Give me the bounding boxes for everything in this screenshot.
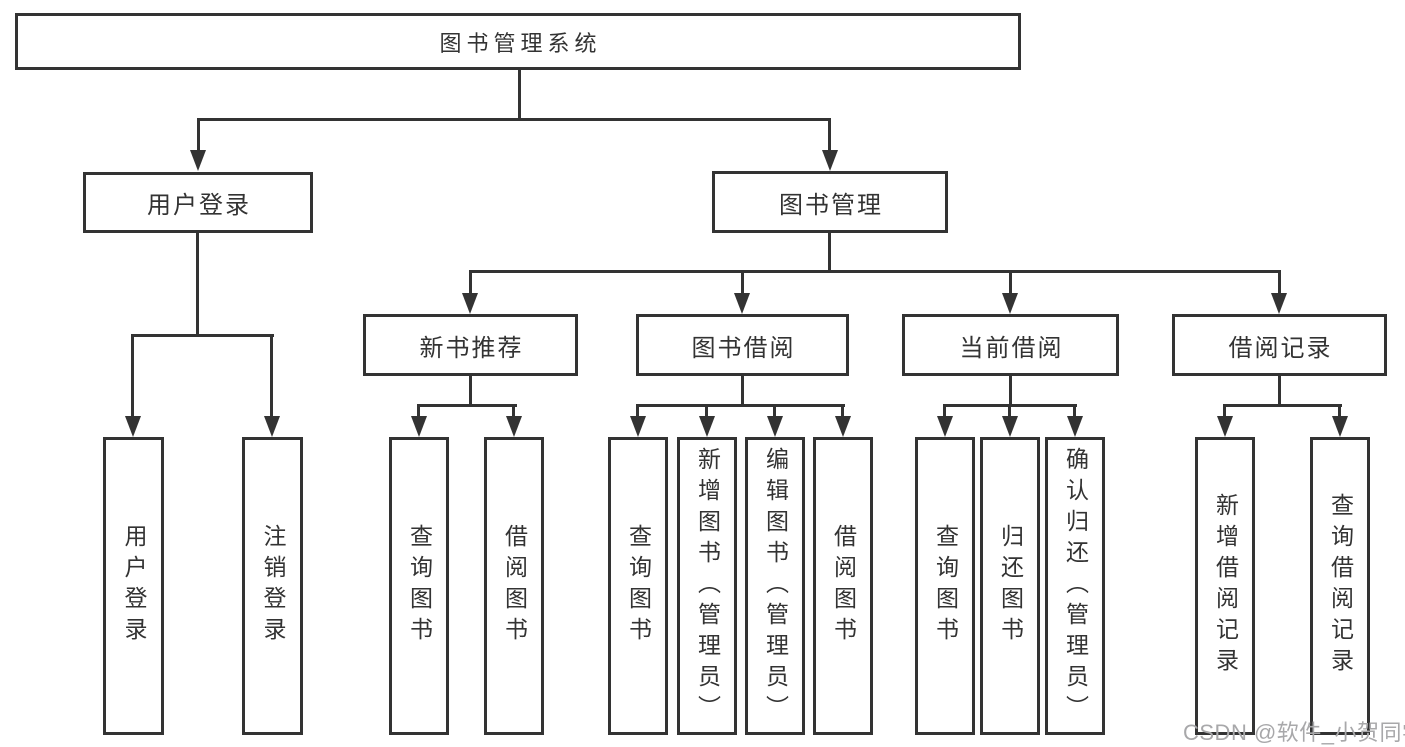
leaf-borrow-books: 借阅图书 [813,437,873,735]
watermark: CSDN @软件_小贺同学 [1183,720,1405,745]
connector-stem [741,376,744,406]
connector-drop [828,118,831,152]
connector-bookmgmt-hbar [469,270,1281,273]
leaf-label: 确认归还（管理员） [1062,446,1089,726]
arrow-down-icon [462,293,478,314]
node-label: 图书管理系统 [439,30,602,56]
leaf-return-book: 归还图书 [980,437,1040,735]
node-book-management: 图书管理 [712,171,948,233]
leaf-query-books-recommend: 查询图书 [389,437,449,735]
connector-drop [1008,404,1011,418]
leaf-add-book-admin: 新增图书（管理员） [677,437,737,735]
connector-drop [270,334,273,418]
leaf-add-borrow-record: 新增借阅记录 [1195,437,1255,735]
arrow-down-icon [264,416,280,437]
connector-drop [705,404,708,418]
leaf-label: 查询图书 [932,524,959,648]
connector-userlogin-hbar [132,334,274,337]
leaf-logout: 注销登录 [242,437,303,735]
connector-stem [1278,376,1281,406]
node-current-borrow: 当前借阅 [902,314,1119,376]
leaf-label: 用户登录 [121,524,147,648]
connector-userlogin-stem [196,233,199,336]
node-new-book-recommend: 新书推荐 [363,314,578,376]
connector-drop [1278,270,1281,294]
arrow-down-icon [411,416,427,437]
leaf-label: 借阅图书 [830,524,857,648]
node-borrow-records: 借阅记录 [1172,314,1387,376]
connector-drop [1223,404,1226,418]
arrow-down-icon [506,416,522,437]
leaf-user-login: 用户登录 [103,437,164,735]
leaf-label: 注销登录 [260,524,286,648]
arrow-down-icon [1067,416,1083,437]
connector-drop [943,404,946,418]
connector-drop [741,270,744,294]
leaf-label: 归还图书 [997,524,1024,648]
leaf-query-books-borrow: 查询图书 [608,437,668,735]
leaf-query-borrow-record: 查询借阅记录 [1310,437,1370,735]
node-label: 图书管理 [779,191,883,219]
connector-hbar [1223,404,1342,407]
connector-drop [512,404,515,418]
connector-root-hbar [197,118,831,121]
connector-drop [469,270,472,294]
leaf-query-books-current: 查询图书 [915,437,975,735]
arrow-down-icon [1002,293,1018,314]
leaf-label: 新增借阅记录 [1212,493,1239,679]
leaf-label: 借阅图书 [501,524,528,648]
connector-bookmgmt-stem [828,233,831,272]
leaf-confirm-return-admin: 确认归还（管理员） [1045,437,1105,735]
connector-drop [636,404,639,418]
connector-stem [469,376,472,406]
connector-drop [197,118,200,152]
leaf-label: 查询图书 [406,524,433,648]
connector-stem [1009,376,1012,406]
arrow-down-icon [1002,416,1018,437]
connector-drop [1338,404,1341,418]
leaf-label: 查询图书 [625,524,652,648]
node-label: 新书推荐 [419,334,524,362]
arrow-down-icon [125,416,141,437]
arrow-down-icon [1332,416,1348,437]
arrow-down-icon [190,150,206,171]
node-book-management-system: 图书管理系统 [15,13,1021,70]
node-label: 用户登录 [147,192,251,219]
connector-hbar [417,404,517,407]
arrow-down-icon [822,150,838,171]
arrow-down-icon [767,416,783,437]
node-book-borrow: 图书借阅 [636,314,849,376]
node-label: 借阅记录 [1228,334,1333,362]
connector-root-stem [518,70,521,120]
node-user-login: 用户登录 [83,172,313,233]
arrow-down-icon [937,416,953,437]
leaf-label: 查询借阅记录 [1327,493,1354,679]
connector-drop [773,404,776,418]
leaf-edit-book-admin: 编辑图书（管理员） [745,437,805,735]
arrow-down-icon [630,416,646,437]
leaf-borrow-books-recommend: 借阅图书 [484,437,544,735]
node-label: 图书借阅 [691,334,796,362]
arrow-down-icon [699,416,715,437]
connector-drop [1073,404,1076,418]
arrow-down-icon [1217,416,1233,437]
arrow-down-icon [835,416,851,437]
arrow-down-icon [1271,293,1287,314]
arrow-down-icon [734,293,750,314]
node-label: 当前借阅 [959,334,1064,362]
leaf-label: 新增图书（管理员） [694,446,721,726]
connector-hbar [636,404,845,407]
connector-drop [841,404,844,418]
connector-drop [417,404,420,418]
connector-drop [131,334,134,418]
leaf-label: 编辑图书（管理员） [762,446,789,726]
connector-drop [1009,270,1012,294]
